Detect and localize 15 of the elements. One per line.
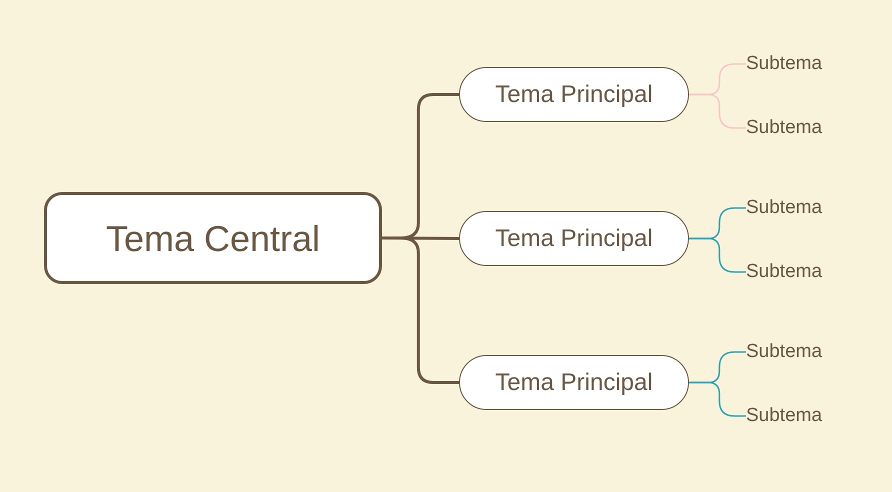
subtopic-text: Subtema xyxy=(746,52,822,76)
topic-text: Tema Principal xyxy=(495,80,653,110)
subtopic-text: Subtema xyxy=(746,116,822,140)
topic-text: Tema Principal xyxy=(495,368,653,398)
topic-text: Tema Central xyxy=(106,216,320,260)
subtopic-text: Subtema xyxy=(746,260,822,284)
topic-text: Tema Principal xyxy=(495,224,653,254)
subtopic-text: Subtema xyxy=(746,404,822,428)
subtopic-text: Subtema xyxy=(746,196,822,220)
subtopic-text: Subtema xyxy=(746,340,822,364)
branch-connector xyxy=(689,382,746,417)
branch-connector xyxy=(382,236,459,384)
central-topic-box xyxy=(44,192,382,284)
branch-connector xyxy=(689,238,746,273)
branch-connector xyxy=(689,94,746,129)
